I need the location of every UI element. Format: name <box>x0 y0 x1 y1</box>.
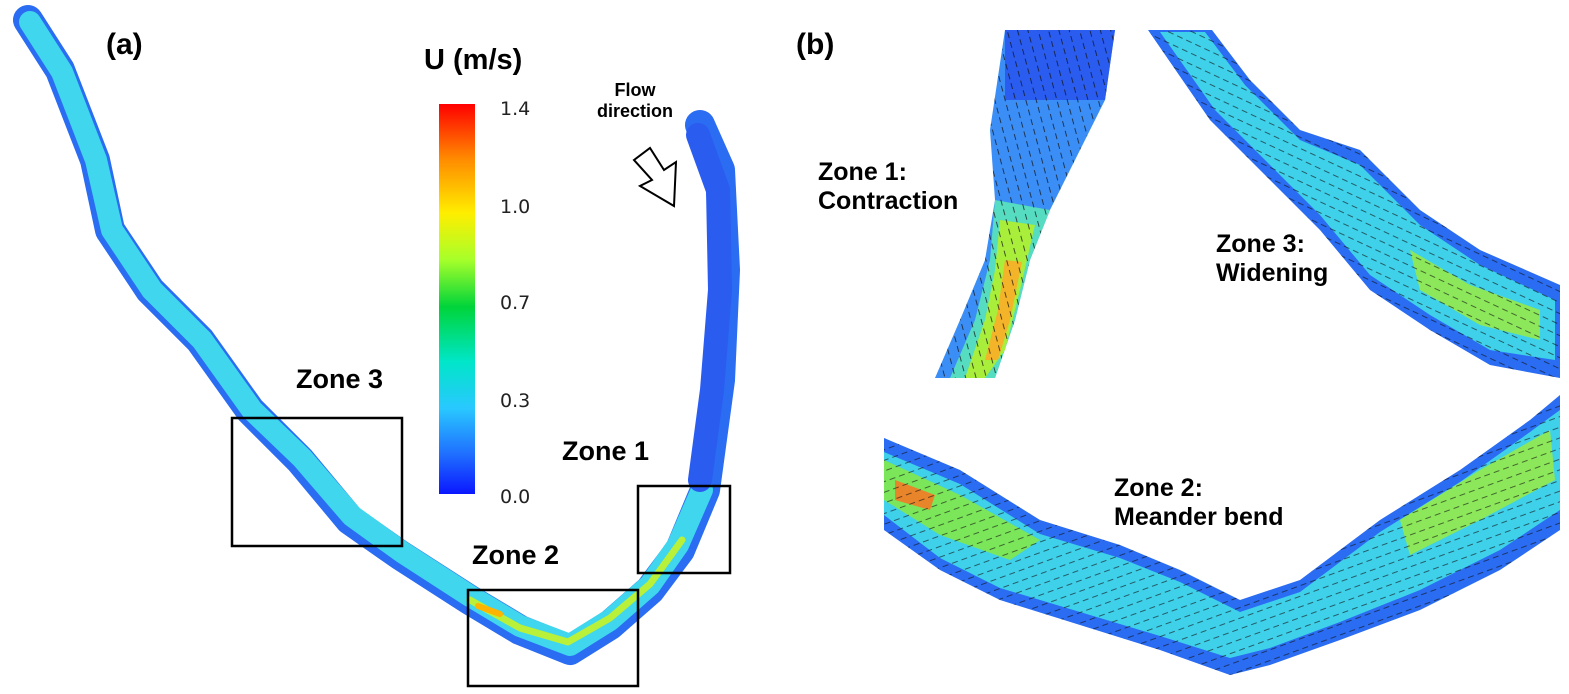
zone-2-detail-label: Zone 2: Meander bend <box>1114 474 1283 532</box>
flow-label-line1: Flow <box>614 80 656 100</box>
zone-3-detail <box>1148 30 1560 378</box>
zone-1-detail-label: Zone 1: Contraction <box>818 158 958 216</box>
panel-b-label: (b) <box>796 28 835 61</box>
flow-direction-arrow <box>632 146 678 208</box>
zone-2-detail-title: Zone 2: <box>1114 474 1203 502</box>
zone-1-label: Zone 1 <box>562 436 650 466</box>
zone-1-detail-title: Zone 1: <box>818 158 907 186</box>
panel-a-label: (a) <box>106 28 143 61</box>
zone-1-detail <box>935 30 1115 378</box>
zone-1-detail-desc: Contraction <box>818 186 959 215</box>
zone-2-label: Zone 2 <box>472 540 560 570</box>
zone-1-box <box>636 484 732 575</box>
zone-3-box <box>230 416 404 548</box>
zone-3-label: Zone 3 <box>296 364 384 394</box>
river-map-a <box>13 5 740 665</box>
zone-2-detail <box>884 395 1560 675</box>
colorbar-tick: 1.0 <box>500 196 531 218</box>
flow-direction-label: Flow direction <box>580 80 690 121</box>
colorbar-title: U (m/s) <box>424 44 523 76</box>
colorbar-tick: 0.3 <box>500 390 531 412</box>
zone-3-detail-desc: Widening <box>1216 258 1329 287</box>
zone-3-detail-label: Zone 3: Widening <box>1216 230 1328 288</box>
zone-2-detail-desc: Meander bend <box>1114 502 1284 531</box>
colorbar <box>439 104 475 494</box>
colorbar-tick: 0.0 <box>500 486 531 508</box>
colorbar-tick: 0.7 <box>500 292 531 314</box>
flow-label-line2: direction <box>596 100 673 121</box>
colorbar-tick: 1.4 <box>500 98 531 120</box>
zone-3-detail-title: Zone 3: <box>1216 230 1305 258</box>
zone-2-box <box>466 588 640 688</box>
